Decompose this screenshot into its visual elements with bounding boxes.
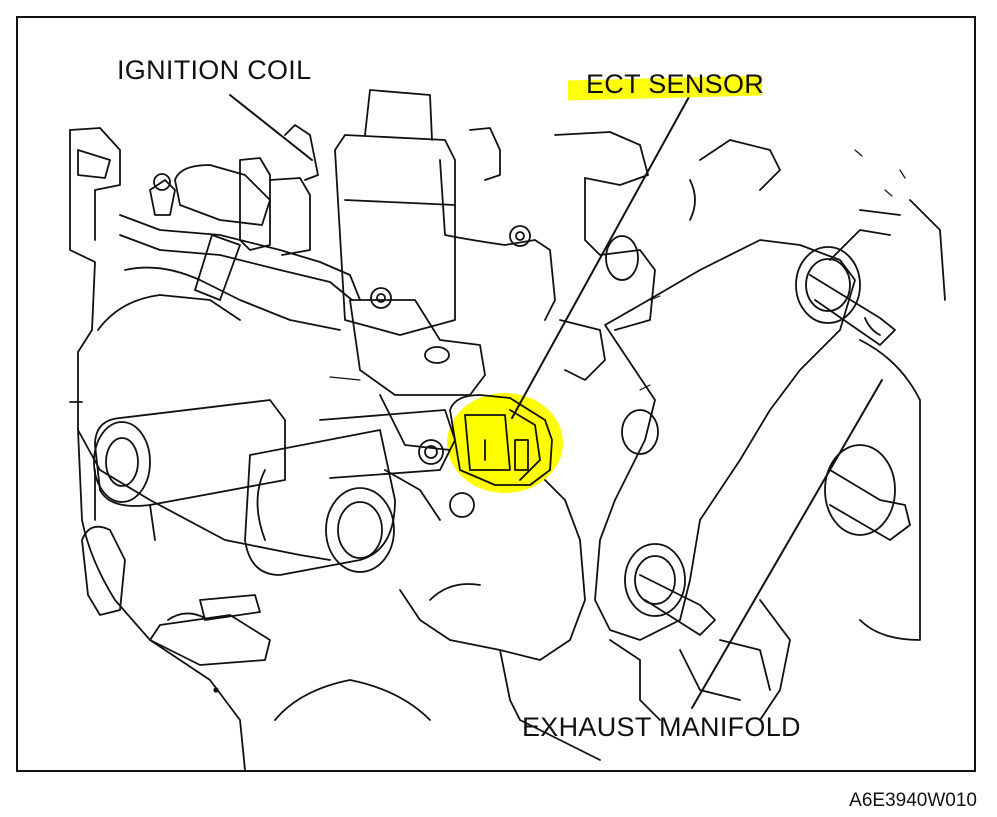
- exhaust-manifold: [594, 139, 946, 721]
- leader-lines: [229, 94, 883, 709]
- ignition-coil-label: IGNITION COIL: [117, 55, 312, 85]
- detail-marks: [213, 149, 906, 693]
- ect-sensor-highlight: [447, 393, 563, 493]
- ect-sensor: [449, 394, 553, 486]
- coolant-pipe-left: [93, 399, 286, 541]
- engine-block-outline: [69, 127, 431, 771]
- ignition-coil-assembly: [77, 124, 361, 331]
- coolant-outlet-pipe: [244, 429, 396, 576]
- cylinder-head: [399, 127, 771, 761]
- exhaust-manifold-label: EXHAUST MANIFOLD: [522, 712, 801, 742]
- ect-sensor-label: ECT SENSOR: [586, 69, 765, 99]
- figure-code: A6E3940W010: [849, 790, 977, 811]
